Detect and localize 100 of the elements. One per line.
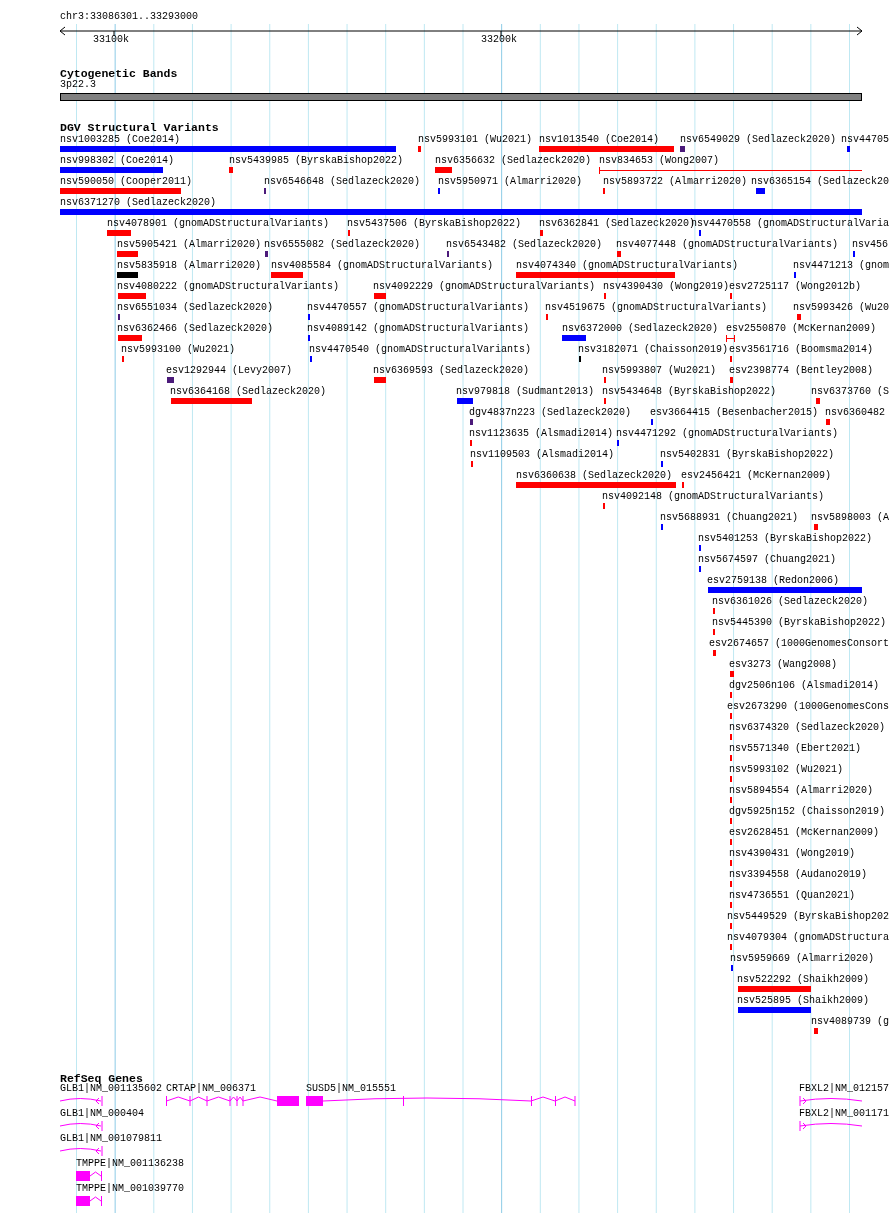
variant-label: nsv6373760 (S <box>811 386 889 398</box>
track-title: RefSeq Genes <box>60 1072 143 1085</box>
variant-label: nsv5401253 (ByrskaBishop2022) <box>698 533 873 545</box>
variant-label: esv2550870 (McKernan2009) <box>726 323 877 335</box>
coordinate-label: chr3:33086301..33293000 <box>60 11 199 23</box>
variant-label: nsv1123635 (Alsmadi2014) <box>469 428 614 440</box>
variant-label: nsv5688931 (Chuang2021) <box>660 512 799 524</box>
track-title: DGV Structural Variants <box>60 121 219 134</box>
variant-label: nsv4078901 (gnomADStructuralVariants) <box>107 218 330 230</box>
variant-label: nsv4470540 (gnomADStructuralVariants) <box>309 344 532 356</box>
variant-label: nsv5449529 (ByrskaBishop202 <box>726 911 889 923</box>
variant-label: nsv6543482 (Sedlazeck2020) <box>446 239 603 251</box>
variant-label: nsv4085584 (gnomADStructuralVariants) <box>271 260 494 272</box>
variant-label: nsv5993101 (Wu2021) <box>418 134 533 146</box>
gene-label: FBXL2|NM_012157 <box>799 1083 889 1095</box>
variant-label: nsv5993807 (Wu2021) <box>602 365 717 377</box>
variant-label: nsv5894554 (Almarri2020) <box>729 785 874 797</box>
variant-label: nsv6371270 (Sedlazeck2020) <box>60 197 217 209</box>
variant-label: nsv5835918 (Almarri2020) <box>117 260 262 272</box>
variant-label: dgv4837n223 (Sedlazeck2020) <box>469 407 632 419</box>
gene-label: TMPPE|NM_001039770 <box>76 1183 185 1195</box>
variant-label: nsv6356632 (Sedlazeck2020) <box>435 155 592 167</box>
variant-label: nsv6372000 (Sedlazeck2020) <box>562 323 719 335</box>
variant-label: nsv5437506 (ByrskaBishop2022) <box>347 218 522 230</box>
variant-label: nsv1013540 (Coe2014) <box>539 134 660 146</box>
variant-label: esv2759138 (Redon2006) <box>707 575 840 587</box>
gene-label: TMPPE|NM_001136238 <box>76 1158 185 1170</box>
variant-label: nsv5993100 (Wu2021) <box>121 344 236 356</box>
variant-label: nsv4092229 (gnomADStructuralVariants) <box>373 281 596 293</box>
variant-label: nsv1003285 (Coe2014) <box>60 134 181 146</box>
variant-label: nsv5959669 (Almarri2020) <box>730 953 875 965</box>
variant-label: nsv5571340 (Ebert2021) <box>729 743 862 755</box>
tick-label: 33100k <box>93 34 129 46</box>
variant-label: nsv456 <box>852 239 888 251</box>
variant-label: nsv6549029 (Sedlazeck2020) <box>680 134 837 146</box>
variant-label: esv2674657 (1000GenomesConsort <box>708 638 889 650</box>
variant-label: nsv5950971 (Almarri2020) <box>438 176 583 188</box>
variant-label: nsv4077448 (gnomADStructuralVariants) <box>616 239 839 251</box>
variant-label: dgv2506n106 (Alsmadi2014) <box>729 680 880 692</box>
variant-label: nsv6369593 (Sedlazeck2020) <box>373 365 530 377</box>
gene-label: GLB1|NM_001135602 <box>60 1083 163 1095</box>
gene-label: GLB1|NM_001079811 <box>60 1133 163 1145</box>
variant-label: nsv4519675 (gnomADStructuralVariants) <box>545 302 768 314</box>
variant-label: nsv4736551 (Quan2021) <box>729 890 856 902</box>
band-label: 3p22.3 <box>60 79 96 91</box>
variant-label: nsv6546648 (Sedlazeck2020) <box>264 176 421 188</box>
variant-label: nsv6362466 (Sedlazeck2020) <box>117 323 274 335</box>
variant-label: nsv4390430 (Wong2019) <box>603 281 730 293</box>
variant-label: nsv590050 (Cooper2011) <box>60 176 193 188</box>
variant-label: nsv1109503 (Alsmadi2014) <box>470 449 615 461</box>
variant-label: nsv998302 (Coe2014) <box>60 155 175 167</box>
variant-label: nsv6364168 (Sedlazeck2020) <box>170 386 327 398</box>
variant-label: nsv4470557 (gnomADStructuralVariants) <box>307 302 530 314</box>
variant-label: nsv6374320 (Sedlazeck2020) <box>729 722 886 734</box>
track-title: Cytogenetic Bands <box>60 67 178 80</box>
gene-label: GLB1|NM_000404 <box>60 1108 144 1120</box>
variant-label: esv3561716 (Boomsma2014) <box>729 344 874 356</box>
variant-label: nsv5993426 (Wu20 <box>793 302 889 314</box>
variant-label: nsv834653 (Wong2007) <box>599 155 720 167</box>
variant-label: esv3273 (Wang2008) <box>729 659 838 671</box>
variant-label: nsv4080222 (gnomADStructuralVariants) <box>117 281 340 293</box>
variant-label: nsv4089142 (gnomADStructuralVariants) <box>307 323 530 335</box>
variant-label: esv1292944 (Levy2007) <box>166 365 293 377</box>
variant-label: nsv3182071 (Chaisson2019) <box>578 344 729 356</box>
variant-label: nsv5898003 (A <box>811 512 889 524</box>
variant-label: nsv5434648 (ByrskaBishop2022) <box>602 386 777 398</box>
variant-label: nsv6555082 (Sedlazeck2020) <box>264 239 421 251</box>
variant-label: nsv5402831 (ByrskaBishop2022) <box>660 449 835 461</box>
variant-label: esv2456421 (McKernan2009) <box>681 470 832 482</box>
variant-label: nsv4074340 (gnomADStructuralVariants) <box>516 260 739 272</box>
variant-label: nsv4471292 (gnomADStructuralVariants) <box>616 428 839 440</box>
variant-label: nsv5993102 (Wu2021) <box>729 764 844 776</box>
variant-label: dgv5925n152 (Chaisson2019) <box>729 806 886 818</box>
variant-label: nsv4089739 (g <box>811 1016 889 1028</box>
variant-label: nsv6551034 (Sedlazeck2020) <box>117 302 274 314</box>
variant-label: nsv4079304 (gnomADStructura <box>726 932 889 944</box>
variant-label: nsv6360482 <box>825 407 885 419</box>
variant-label: nsv979818 (Sudmant2013) <box>456 386 595 398</box>
gene-label: CRTAP|NM_006371 <box>166 1083 256 1095</box>
variant-label: nsv5445390 (ByrskaBishop2022) <box>712 617 887 629</box>
variant-label: nsv4471213 (gnom <box>793 260 889 272</box>
variant-label: nsv5674597 (Chuang2021) <box>698 554 837 566</box>
variant-label: nsv6365154 (Sedlazeck20 <box>750 176 889 188</box>
variant-label: nsv3394558 (Audano2019) <box>729 869 868 881</box>
variant-label: esv2725117 (Wong2012b) <box>729 281 862 293</box>
variant-label: nsv6361026 (Sedlazeck2020) <box>712 596 869 608</box>
variant-label: esv3664415 (Besenbacher2015) <box>650 407 819 419</box>
tick-label: 33200k <box>481 34 517 46</box>
variant-label: esv2398774 (Bentley2008) <box>729 365 874 377</box>
variant-label: nsv5439985 (ByrskaBishop2022) <box>229 155 404 167</box>
variant-label: nsv44705 <box>841 134 889 146</box>
variant-label: nsv522292 (Shaikh2009) <box>737 974 870 986</box>
variant-label: nsv525895 (Shaikh2009) <box>737 995 870 1007</box>
variant-label: nsv4390431 (Wong2019) <box>729 848 856 860</box>
variant-label: nsv6360638 (Sedlazeck2020) <box>516 470 673 482</box>
variant-label: esv2673290 (1000GenomesCons <box>726 701 889 713</box>
gene-label: FBXL2|NM_001171 <box>799 1108 889 1120</box>
variant-label: esv2628451 (McKernan2009) <box>729 827 880 839</box>
variant-label: nsv5893722 (Almarri2020) <box>603 176 748 188</box>
variant-label: nsv4092148 (gnomADStructuralVariants) <box>602 491 825 503</box>
